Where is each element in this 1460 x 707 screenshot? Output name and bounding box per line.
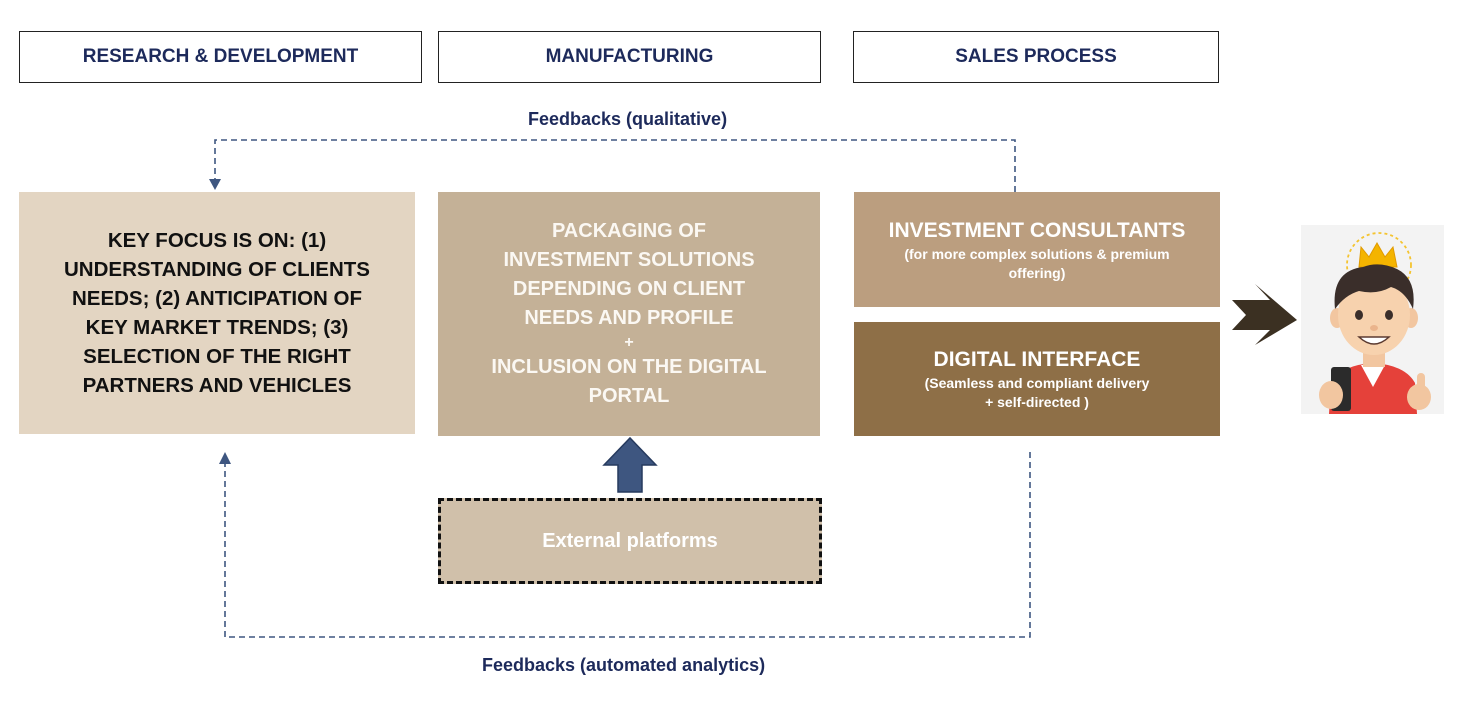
header-manufacturing: MANUFACTURING xyxy=(438,31,821,83)
feedback-automated-label: Feedbacks (automated analytics) xyxy=(482,655,766,675)
rd-line: KEY MARKET TRENDS; (3) xyxy=(85,316,349,339)
digital-interface-title: DIGITAL INTERFACE xyxy=(933,348,1141,371)
manufacturing-line: INCLUSION ON THE DIGITAL xyxy=(491,356,767,378)
manufacturing-line: DEPENDING ON CLIENT xyxy=(512,278,746,300)
feedback-bottom-path xyxy=(224,452,1031,638)
rd-line: UNDERSTANDING OF CLIENTS xyxy=(64,258,370,281)
investment-consultants-box: INVESTMENT CONSULTANTS (for more complex… xyxy=(854,192,1220,307)
client-avatar-icon xyxy=(1301,225,1444,414)
manufacturing-box: PACKAGING OF INVESTMENT SOLUTIONS DEPEND… xyxy=(438,192,820,436)
up-arrow-icon xyxy=(602,436,658,493)
feedback-qualitative-label: Feedbacks (qualitative) xyxy=(528,109,728,129)
right-arrow-icon xyxy=(1232,284,1297,345)
crown-icon xyxy=(1358,241,1398,268)
digital-interface-box: DIGITAL INTERFACE (Seamless and complian… xyxy=(854,322,1220,436)
rd-focus-box: KEY FOCUS IS ON: (1) UNDERSTANDING OF CL… xyxy=(19,192,415,434)
rd-line: SELECTION OF THE RIGHT xyxy=(83,345,351,368)
feedback-bottom-arrowhead-icon xyxy=(219,452,231,464)
header-sales-process: SALES PROCESS xyxy=(853,31,1219,83)
rd-line: NEEDS; (2) ANTICIPATION OF xyxy=(71,287,363,310)
manufacturing-plus: + xyxy=(624,334,634,351)
rd-line: KEY FOCUS IS ON: (1) xyxy=(107,229,327,252)
thumbs-up-icon xyxy=(1407,384,1431,410)
feedback-top-path xyxy=(214,139,1016,192)
investment-consultants-title: INVESTMENT CONSULTANTS xyxy=(888,218,1186,242)
digital-interface-subtitle-1: (Seamless and compliant delivery xyxy=(924,375,1150,391)
header-research-development: RESEARCH & DEVELOPMENT xyxy=(19,31,422,83)
feedback-top-arrowhead-icon xyxy=(209,179,221,190)
digital-interface-subtitle-2: + self-directed ) xyxy=(985,394,1089,410)
manufacturing-line: PACKAGING OF xyxy=(551,220,707,242)
external-platforms-label: External platforms xyxy=(542,529,718,552)
rd-line: PARTNERS AND VEHICLES xyxy=(82,374,352,397)
external-platforms-box: External platforms xyxy=(438,498,822,584)
manufacturing-line: NEEDS AND PROFILE xyxy=(524,307,734,329)
investment-consultants-subtitle: (for more complex solutions & premium of… xyxy=(904,245,1170,281)
manufacturing-line: INVESTMENT SOLUTIONS xyxy=(503,249,755,271)
manufacturing-line: PORTAL xyxy=(588,385,670,407)
